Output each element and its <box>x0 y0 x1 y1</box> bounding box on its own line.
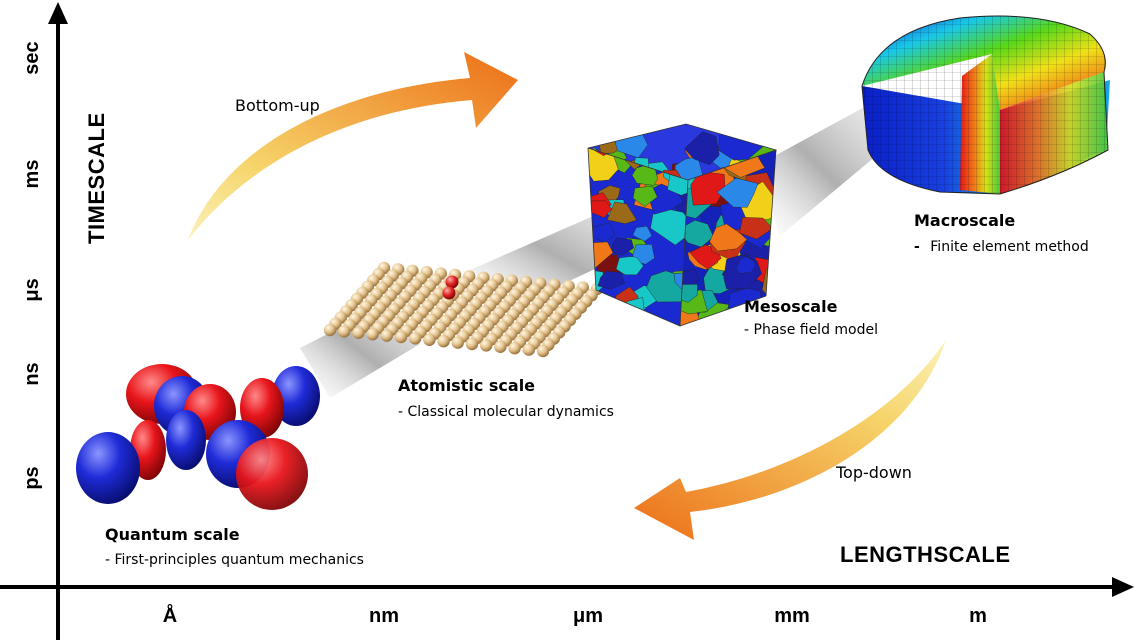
grain <box>747 124 776 140</box>
y-axis-arrowhead <box>48 2 68 24</box>
y-tick-label: μs <box>21 278 43 301</box>
grain <box>615 256 644 276</box>
cube-edges <box>587 123 778 327</box>
grain <box>588 308 616 326</box>
atom <box>323 323 337 337</box>
quantum-orbitals <box>76 364 320 510</box>
fe-cylinder <box>861 15 1110 195</box>
beam-meso-macro <box>756 104 888 236</box>
cylinder-mesh <box>862 16 1108 194</box>
atom <box>522 343 535 356</box>
atomistic-scale-desc: - Classical molecular dynamics <box>398 404 614 420</box>
atom <box>465 337 479 351</box>
atom <box>338 325 351 338</box>
y-tick-label: ps <box>21 466 43 489</box>
grain <box>684 131 720 166</box>
atom <box>480 339 493 352</box>
macroscale-desc: - Finite element method <box>914 239 1089 255</box>
x-axis-title: LENGTHSCALE <box>840 542 1011 567</box>
cylinder-outline <box>861 15 1109 195</box>
grain <box>690 171 726 206</box>
macroscale-desc-text: Finite element method <box>930 239 1088 255</box>
grain <box>739 217 773 240</box>
y-tick-label: ns <box>21 362 43 385</box>
atom <box>494 340 507 353</box>
atom <box>536 344 550 358</box>
y-axis-ticks: sec ms μs ns ps <box>21 41 43 489</box>
x-tick-label: Å <box>163 603 177 627</box>
mesoscale-title: Mesoscale <box>744 297 838 316</box>
grain <box>709 223 748 252</box>
x-tick-label: μm <box>573 605 603 627</box>
grain <box>718 124 743 134</box>
x-axis-arrowhead <box>1112 577 1134 597</box>
grain <box>763 124 776 139</box>
grain <box>735 256 756 274</box>
top-down-arrow <box>634 340 946 540</box>
bottom-up-label: Bottom-up <box>235 96 320 115</box>
macroscale-bullet: - <box>914 239 920 255</box>
orbital-lobe <box>236 438 308 510</box>
x-tick-label: nm <box>369 605 399 627</box>
bottom-up-arrow <box>188 52 518 240</box>
grain <box>667 172 688 196</box>
mesoscale-desc: - Phase field model <box>744 322 878 338</box>
grain <box>632 185 658 207</box>
quantum-scale-desc: - First-principles quantum mechanics <box>105 552 364 568</box>
atom <box>380 329 393 342</box>
top-down-label: Top-down <box>835 463 912 482</box>
cube-edges-2 <box>679 149 777 327</box>
atom <box>352 326 365 339</box>
grain <box>623 319 644 326</box>
y-tick-label: ms <box>21 160 43 189</box>
macroscale-title: Macroscale <box>914 211 1015 230</box>
atomistic-scale-title: Atomistic scale <box>398 376 535 395</box>
atom <box>423 333 436 346</box>
bottom-up-arrow-shape <box>188 52 518 240</box>
adatom <box>442 286 456 300</box>
atom <box>437 335 450 348</box>
grains-front <box>588 148 688 326</box>
top-down-arrow-shape <box>634 340 946 540</box>
atom <box>394 330 408 344</box>
grain <box>612 237 634 256</box>
grain <box>716 177 759 208</box>
orbital-lobe <box>166 410 206 470</box>
x-tick-label: mm <box>774 605 810 627</box>
atom <box>366 328 379 341</box>
orbital-lobe <box>272 366 320 426</box>
grain <box>632 225 653 242</box>
grain <box>650 206 688 246</box>
atom <box>508 342 521 355</box>
atom <box>451 336 464 349</box>
adatom <box>445 275 459 289</box>
orbital-lobe <box>76 432 140 504</box>
grain <box>597 271 625 290</box>
quantum-scale-title: Quantum scale <box>105 525 240 544</box>
grain <box>606 201 637 224</box>
atom <box>409 332 422 345</box>
y-tick-label: sec <box>21 41 43 74</box>
y-axis-title: TIMESCALE <box>84 112 109 244</box>
x-tick-label: m <box>969 605 987 627</box>
atom-lattice <box>323 261 604 358</box>
